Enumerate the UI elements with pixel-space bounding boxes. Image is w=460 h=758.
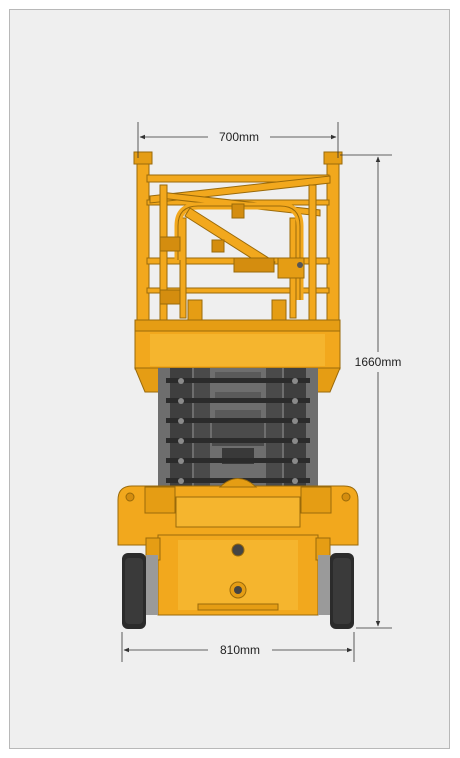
height-label: 1660mm <box>355 355 402 369</box>
dimension-height: 1660mm <box>340 154 402 629</box>
scissor-stack <box>158 368 318 508</box>
scissor-lift-machine <box>117 151 359 629</box>
chassis <box>117 478 359 616</box>
wheels <box>122 553 354 629</box>
guardrail <box>133 151 343 326</box>
platform-width-label: 700mm <box>219 130 259 144</box>
base-width-label: 810mm <box>220 643 260 657</box>
dimension-base-width: 810mm <box>121 632 355 662</box>
dimension-platform-width: 700mm <box>137 122 339 158</box>
